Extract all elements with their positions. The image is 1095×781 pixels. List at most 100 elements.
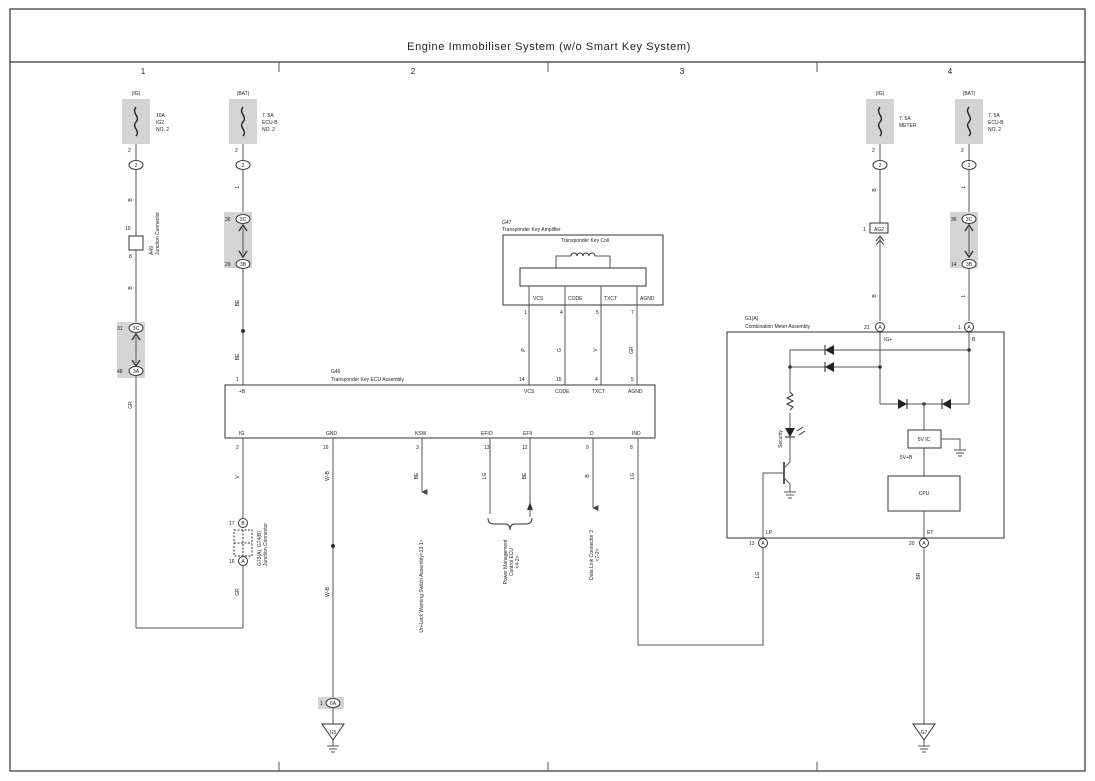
- column-number: 1: [141, 67, 146, 76]
- svg-text:6A: 6A: [330, 701, 337, 707]
- svg-text:(IG): (IG): [876, 91, 885, 97]
- svg-text:Junction Connector: Junction Connector: [155, 212, 161, 255]
- svg-text:10: 10: [125, 226, 131, 232]
- svg-text:3C: 3C: [966, 217, 973, 223]
- svg-text:4: 4: [560, 310, 563, 316]
- ground-g7: G7: [912, 723, 936, 753]
- svg-text:NO. 2: NO. 2: [988, 127, 1001, 133]
- svg-text:7. 5A: 7. 5A: [899, 116, 911, 122]
- svg-text:CODE: CODE: [555, 389, 570, 395]
- svg-text:5: 5: [631, 377, 634, 383]
- junction-a49: [128, 235, 144, 251]
- svg-text:G73(A), G74(B): G73(A), G74(B): [257, 531, 263, 566]
- wire-color: LG: [482, 473, 488, 480]
- svg-text:Junction Connector: Junction Connector: [263, 523, 269, 566]
- svg-text:TXCT: TXCT: [592, 389, 605, 395]
- fuse-name: NO. 2: [156, 127, 169, 133]
- wire-color: V: [593, 348, 599, 352]
- svg-text:3C: 3C: [133, 326, 140, 332]
- svg-text:AGND: AGND: [628, 389, 643, 395]
- svg-text:16: 16: [323, 445, 329, 451]
- svg-text:12: 12: [522, 445, 528, 451]
- wire-color: B: [872, 294, 878, 298]
- svg-text:2: 2: [879, 163, 882, 169]
- svg-text:(BAT): (BAT): [963, 91, 976, 97]
- wire-color: B: [872, 188, 878, 192]
- svg-text:IG+: IG+: [884, 337, 892, 343]
- svg-text:16: 16: [229, 559, 235, 565]
- svg-text:A49: A49: [149, 246, 155, 255]
- svg-text:2: 2: [242, 163, 245, 169]
- svg-text:Transponder Key Amplifier: Transponder Key Amplifier: [502, 227, 561, 233]
- svg-text:G46: G46: [331, 369, 341, 375]
- wire-color: W-B: [325, 471, 331, 481]
- connector-ag2: [869, 222, 889, 234]
- wire-color: BE: [414, 472, 420, 479]
- svg-text:3B: 3B: [966, 262, 973, 268]
- wire-color: L: [961, 185, 967, 188]
- svg-text:2: 2: [968, 163, 971, 169]
- svg-text:2: 2: [236, 445, 239, 451]
- svg-text:7. 5A: 7. 5A: [988, 113, 1000, 119]
- svg-text:A: A: [761, 541, 765, 547]
- svg-text:METER: METER: [899, 123, 917, 129]
- svg-text:14: 14: [951, 262, 957, 268]
- svg-text:A: A: [922, 541, 926, 547]
- fuse-meter: (IG) 7. 5A METER 2: [866, 91, 917, 154]
- svg-text:1: 1: [320, 701, 323, 707]
- destination-ksw: Un-Lock Warning Switch Assembly<13-1>: [419, 539, 425, 632]
- svg-text:VCS: VCS: [533, 296, 544, 302]
- wire-color: W-B: [325, 587, 331, 597]
- svg-text:EFIO: EFIO: [481, 431, 493, 437]
- wire-color: V: [235, 475, 241, 479]
- diagram-title: Engine Immobiliser System (w/o Smart Key…: [407, 41, 691, 53]
- svg-text:+B: +B: [239, 389, 246, 395]
- svg-text:13: 13: [484, 445, 490, 451]
- wire-color: G: [557, 348, 563, 352]
- svg-text:A: A: [878, 325, 882, 331]
- svg-text:G47: G47: [502, 220, 512, 226]
- svg-text:36: 36: [225, 217, 231, 223]
- svg-text:3B: 3B: [240, 262, 247, 268]
- svg-text:Power Management: Power Management: [503, 539, 509, 584]
- svg-text:D: D: [590, 431, 594, 437]
- fuse-ecu-b-2: (BAT) 7. 5A ECU-B NO. 2 2: [955, 91, 1004, 154]
- svg-text:2: 2: [961, 148, 964, 154]
- svg-text:8: 8: [630, 445, 633, 451]
- svg-text:Data Link Connector 3: Data Link Connector 3: [589, 530, 595, 580]
- connector-oval: [128, 160, 144, 170]
- svg-text:NO. 2: NO. 2: [262, 127, 275, 133]
- svg-text:G1(A): G1(A): [745, 316, 759, 322]
- svg-text:VCS: VCS: [524, 389, 535, 395]
- svg-text:20: 20: [909, 541, 915, 547]
- svg-text:A: A: [967, 325, 971, 331]
- svg-text:ECU-B: ECU-B: [262, 120, 278, 126]
- wire-color: L: [961, 294, 967, 297]
- svg-text:TXCT: TXCT: [604, 296, 617, 302]
- svg-text:AG2: AG2: [874, 227, 884, 233]
- svg-text:A: A: [241, 559, 245, 565]
- svg-text:B: B: [241, 521, 245, 527]
- svg-text:48: 48: [117, 369, 123, 375]
- g1-combination-meter: G1(A) Combination Meter Assembly A 21 IG…: [726, 316, 1005, 548]
- svg-text:LP: LP: [766, 530, 773, 536]
- svg-text:21: 21: [864, 325, 870, 331]
- svg-text:G7: G7: [921, 730, 928, 736]
- svg-text:5V IC: 5V IC: [918, 437, 931, 443]
- svg-text:CODE: CODE: [568, 296, 583, 302]
- svg-text:B: B: [972, 337, 976, 343]
- svg-text:Transponder Key ECU Assembly: Transponder Key ECU Assembly: [331, 377, 404, 383]
- column-header: 1 2 3 4: [141, 62, 953, 771]
- svg-text:5V+B: 5V+B: [900, 455, 913, 461]
- svg-text:EFII: EFII: [523, 431, 532, 437]
- svg-text:15: 15: [556, 377, 562, 383]
- svg-text:(BAT): (BAT): [237, 91, 250, 97]
- wire-color: BR: [916, 572, 922, 579]
- svg-text:5: 5: [596, 310, 599, 316]
- wire-color: LG: [755, 572, 761, 579]
- svg-text:1: 1: [958, 325, 961, 331]
- svg-text:1: 1: [236, 377, 239, 383]
- svg-text:4: 4: [595, 377, 598, 383]
- svg-text:2: 2: [235, 148, 238, 154]
- destination-brace: [487, 517, 533, 531]
